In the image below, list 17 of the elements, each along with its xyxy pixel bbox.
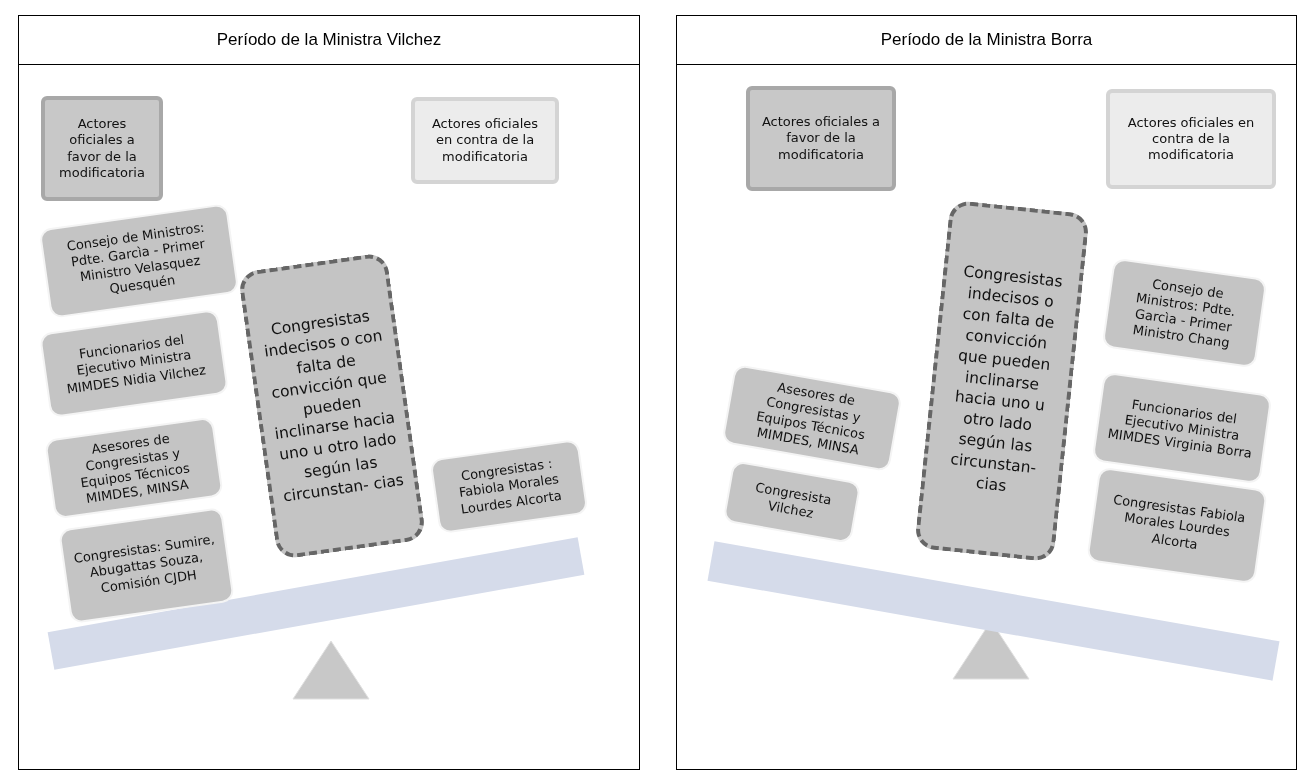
actor-box: Consejo de Ministros: Pdte. Garcìa - Primer Ministro Velasquez Quesquén: [38, 203, 240, 319]
actor-box: Asesores de Congresistas y Equipos Técnicos MIMDES, MINSA: [44, 416, 224, 520]
actor-box: Funcionarios del Ejecutivo Ministra MIMDES Virginia Borra: [1091, 371, 1273, 485]
actor-box: Congresistas Fabiola Morales Lourdes Alcorta: [1086, 466, 1268, 585]
period-panel: [18, 15, 640, 770]
actor-box: Congresistas : Fabiola Morales Lourdes Alcorta: [429, 438, 589, 535]
panel-heading: Período de la Ministra Borra: [677, 16, 1296, 65]
column-header: Actores oficiales en contra de la modificatoria: [1106, 89, 1276, 189]
actor-box: Congresistas: Sumire, Abugattas Souza, Comisión CJDH: [58, 507, 235, 624]
actor-box: Funcionarios del Ejecutivo Ministra MIMDES Nidia Vilchez: [38, 308, 230, 419]
actor-box: Consejo de Ministros: Pdte. Garcìa - Primer Ministro Chang: [1101, 257, 1268, 369]
column-header: Actores oficiales en contra de la modificatoria: [411, 97, 559, 184]
period-panel: [676, 15, 1297, 770]
column-header: Actores oficiales a favor de la modificatoria: [746, 86, 896, 191]
panel-heading: Período de la Ministra Vilchez: [19, 16, 639, 65]
column-header: Actores oficiales a favor de la modificatoria: [41, 96, 163, 201]
undecided-box: Congresistas indecisos o con falta de convicción que pueden inclinarse hacia uno u otro lado según las circunstan- cias: [914, 199, 1090, 563]
